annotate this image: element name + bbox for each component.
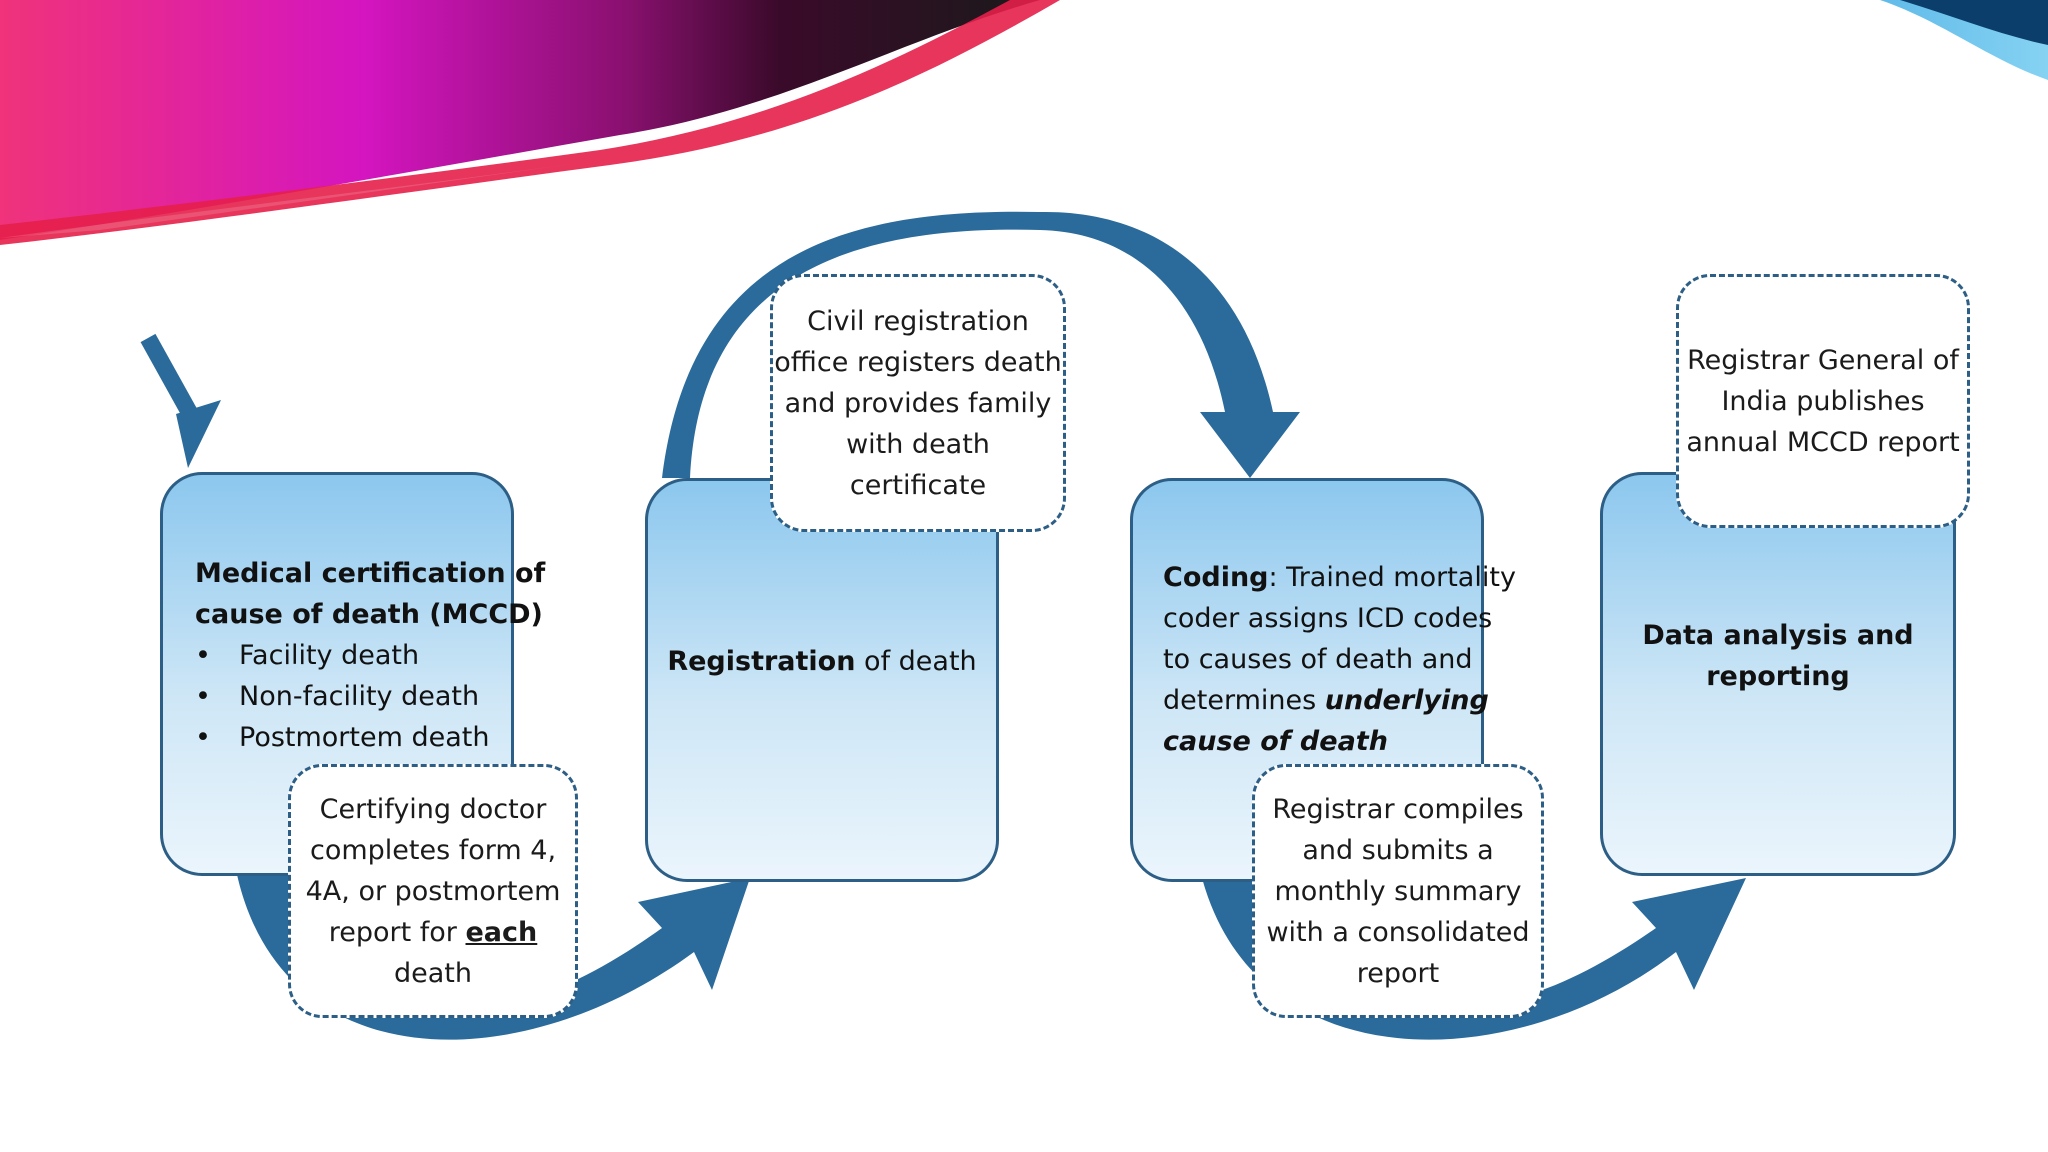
note-line: report [1356, 957, 1440, 989]
note-line: Certifying doctor [319, 793, 547, 825]
coding-title: Coding [1163, 562, 1269, 593]
note-civil-registration: Civil registration office registers deat… [770, 274, 1066, 532]
list-item: Postmortem death [195, 717, 545, 758]
registration-title-rest: of death [855, 646, 977, 677]
header-banner [0, 0, 2048, 245]
step-box-data-analysis: Data analysis and reporting [1600, 472, 1956, 876]
note-line: completes form 4, [309, 834, 557, 866]
note-line: annual MCCD report [1686, 426, 1960, 458]
list-item: Facility death [195, 635, 545, 676]
coding-line: Coding: Trained mortality [1163, 562, 1516, 593]
list-item: Non-facility death [195, 676, 545, 717]
note-line: certificate [849, 469, 987, 501]
note-line: India publishes [1721, 385, 1925, 417]
emphasis-underlying: underlying [1324, 685, 1489, 716]
note-line: 4A, or postmortem [305, 875, 561, 907]
note-line: office registers death [774, 346, 1062, 378]
note-line: Registrar compiles [1272, 793, 1524, 825]
note-registrar-compiles: Registrar compiles and submits a monthly… [1252, 764, 1544, 1018]
step-box-registration: Registration of death [645, 478, 999, 882]
analysis-title-line1: Data analysis and [1642, 620, 1914, 651]
note-line: death [394, 957, 472, 989]
analysis-title-line2: reporting [1706, 661, 1850, 692]
coding-line: coder assigns ICD codes [1163, 603, 1493, 634]
note-line: and provides family [784, 387, 1052, 419]
coding-line: to causes of death and [1163, 644, 1473, 675]
flow-arrow-2 [662, 211, 1300, 478]
emphasis-each: each [465, 916, 538, 948]
mccd-title-line2: cause of death (MCCD) [195, 599, 543, 630]
note-line: Registrar General of [1687, 344, 1959, 376]
note-certifying-doctor: Certifying doctor completes form 4, 4A, … [288, 764, 578, 1018]
entry-arrow [140, 333, 221, 468]
note-line: monthly summary [1274, 875, 1522, 907]
emphasis-cause-of-death: cause of death [1163, 726, 1388, 757]
mccd-title-line1: Medical certification of [195, 558, 546, 589]
coding-line: determines underlying [1163, 685, 1489, 716]
death-type-list: Facility death Non-facility death Postmo… [195, 635, 545, 758]
note-line: with death [846, 428, 990, 460]
note-line: and submits a [1302, 834, 1494, 866]
note-line: with a consolidated [1266, 916, 1530, 948]
note-line: report for each [328, 916, 538, 948]
registration-title: Registration [667, 646, 856, 677]
note-line: Civil registration [807, 305, 1029, 337]
note-registrar-general: Registrar General of India publishes ann… [1676, 274, 1970, 528]
